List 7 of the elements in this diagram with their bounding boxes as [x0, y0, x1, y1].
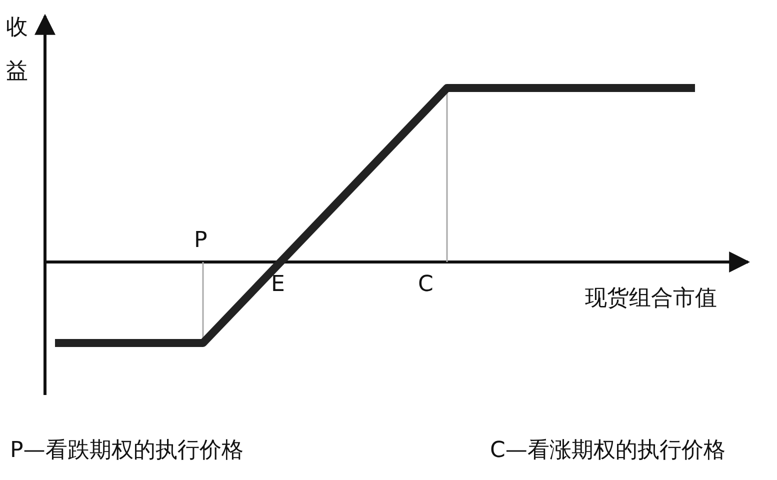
note: P—看跌期权的执行价格	[10, 438, 244, 464]
axis-label: 收益	[6, 14, 29, 86]
axis-label: 现货组合市值	[585, 286, 717, 312]
point-label: E	[271, 272, 285, 298]
point-label: C	[418, 272, 434, 298]
note: C—看涨期权的执行价格	[490, 438, 726, 464]
point-label: P	[194, 228, 208, 254]
